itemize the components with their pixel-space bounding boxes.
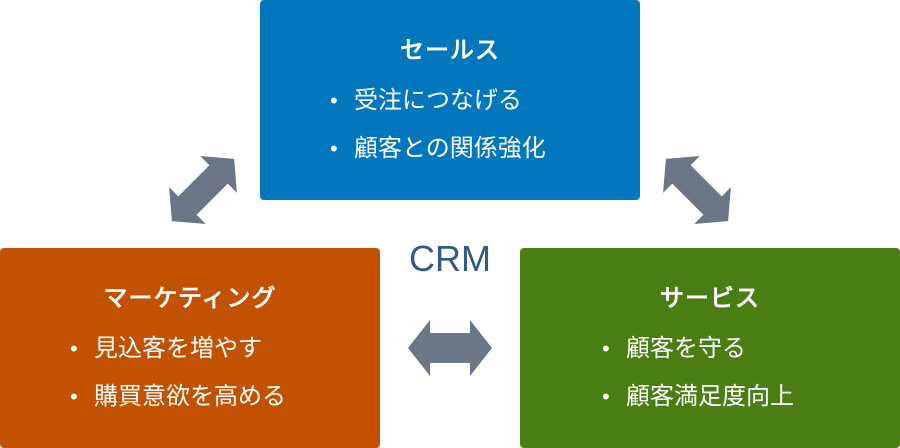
service-item: 顧客満足度向上 (600, 384, 794, 432)
sales-box: セールス 受注につなげる 顧客との関係強化 (260, 0, 640, 200)
service-title: サービス (660, 284, 760, 312)
arrow-marketing-sales (169, 156, 237, 224)
sales-item: 顧客との関係強化 (328, 136, 546, 184)
sales-title: セールス (400, 36, 500, 64)
marketing-list: 見込客を増やす 購買意欲を高める (68, 336, 286, 432)
service-box: サービス 顧客を守る 顧客満足度向上 (520, 248, 900, 448)
marketing-item: 見込客を増やす (68, 336, 286, 384)
sales-list: 受注につなげる 顧客との関係強化 (328, 88, 546, 184)
marketing-item: 購買意欲を高める (68, 384, 286, 432)
arrow-sales-service (663, 156, 731, 224)
crm-center-label: CRM (409, 238, 491, 279)
service-list: 顧客を守る 顧客満足度向上 (600, 336, 794, 432)
arrow-marketing-service (408, 320, 492, 376)
marketing-box: マーケティング 見込客を増やす 購買意欲を高める (0, 248, 380, 448)
sales-item: 受注につなげる (328, 88, 546, 136)
marketing-title: マーケティング (103, 284, 277, 312)
service-item: 顧客を守る (600, 336, 794, 384)
